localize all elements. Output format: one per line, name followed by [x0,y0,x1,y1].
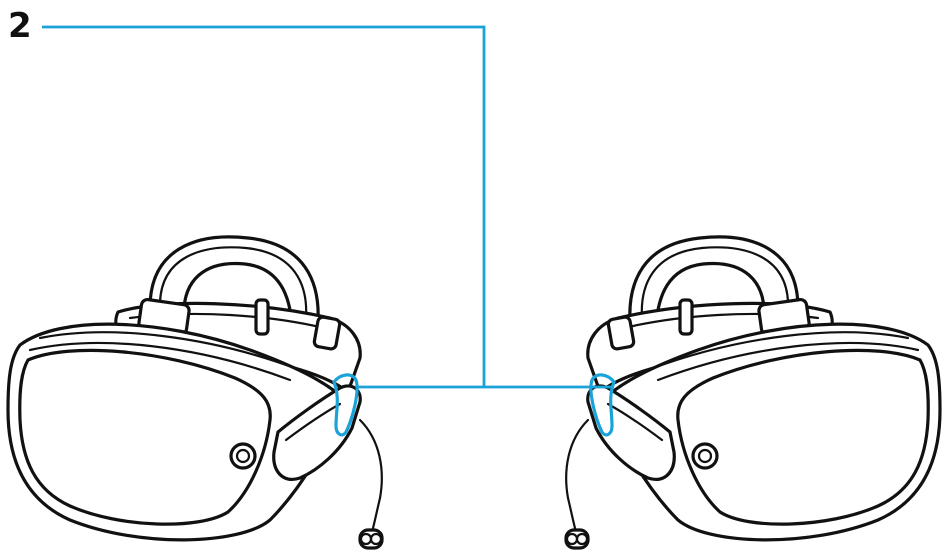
audio-cable-left [360,420,382,532]
vr-headset-right [566,237,940,548]
vr-headset-left [8,237,382,548]
earbud-left [360,530,382,548]
front-panel-left [20,350,270,524]
callout-number-label: 2 [8,6,32,46]
